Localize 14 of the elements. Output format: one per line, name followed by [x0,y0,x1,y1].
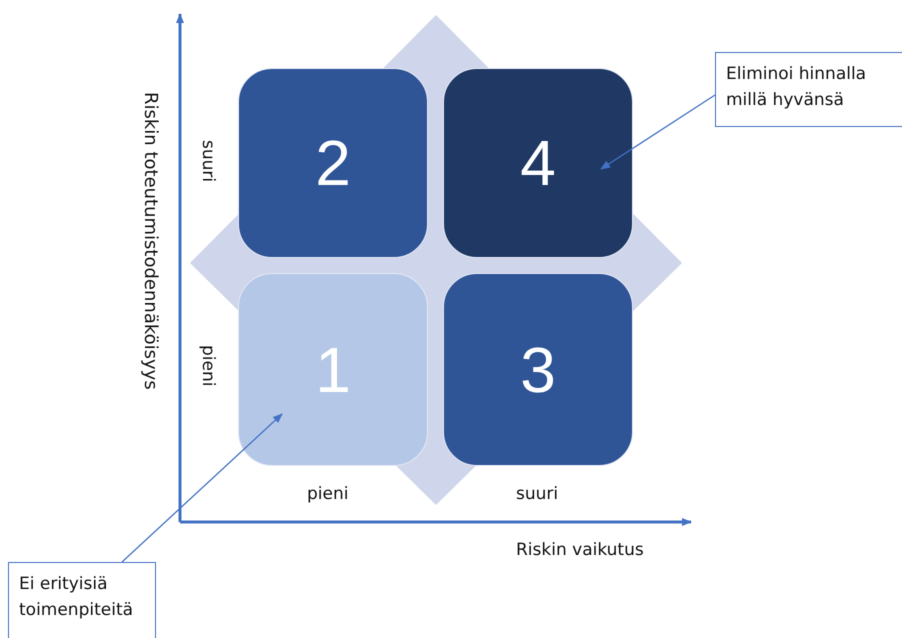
axis-tick-label: suuri [198,140,218,182]
risk-tile: 4 [443,68,633,258]
axis-title: Riskin toteutumistodennäköisyys [140,92,161,390]
leader-line [122,413,283,562]
risk-tile: 2 [238,68,428,258]
risk-tile: 1 [238,273,428,466]
axis-title: Riskin vaikutus [516,540,644,560]
callout-box: Eliminoi hinnalla millä hyvänsä [715,52,902,127]
axis-tick-label: pieni [307,484,348,504]
callout-box: Ei erityisiä toimenpiteitä [8,562,156,638]
axis-tick-label: suuri [516,484,558,504]
risk-tile: 3 [443,273,633,466]
axis-tick-label: pieni [198,345,218,386]
leader-line [600,94,716,170]
